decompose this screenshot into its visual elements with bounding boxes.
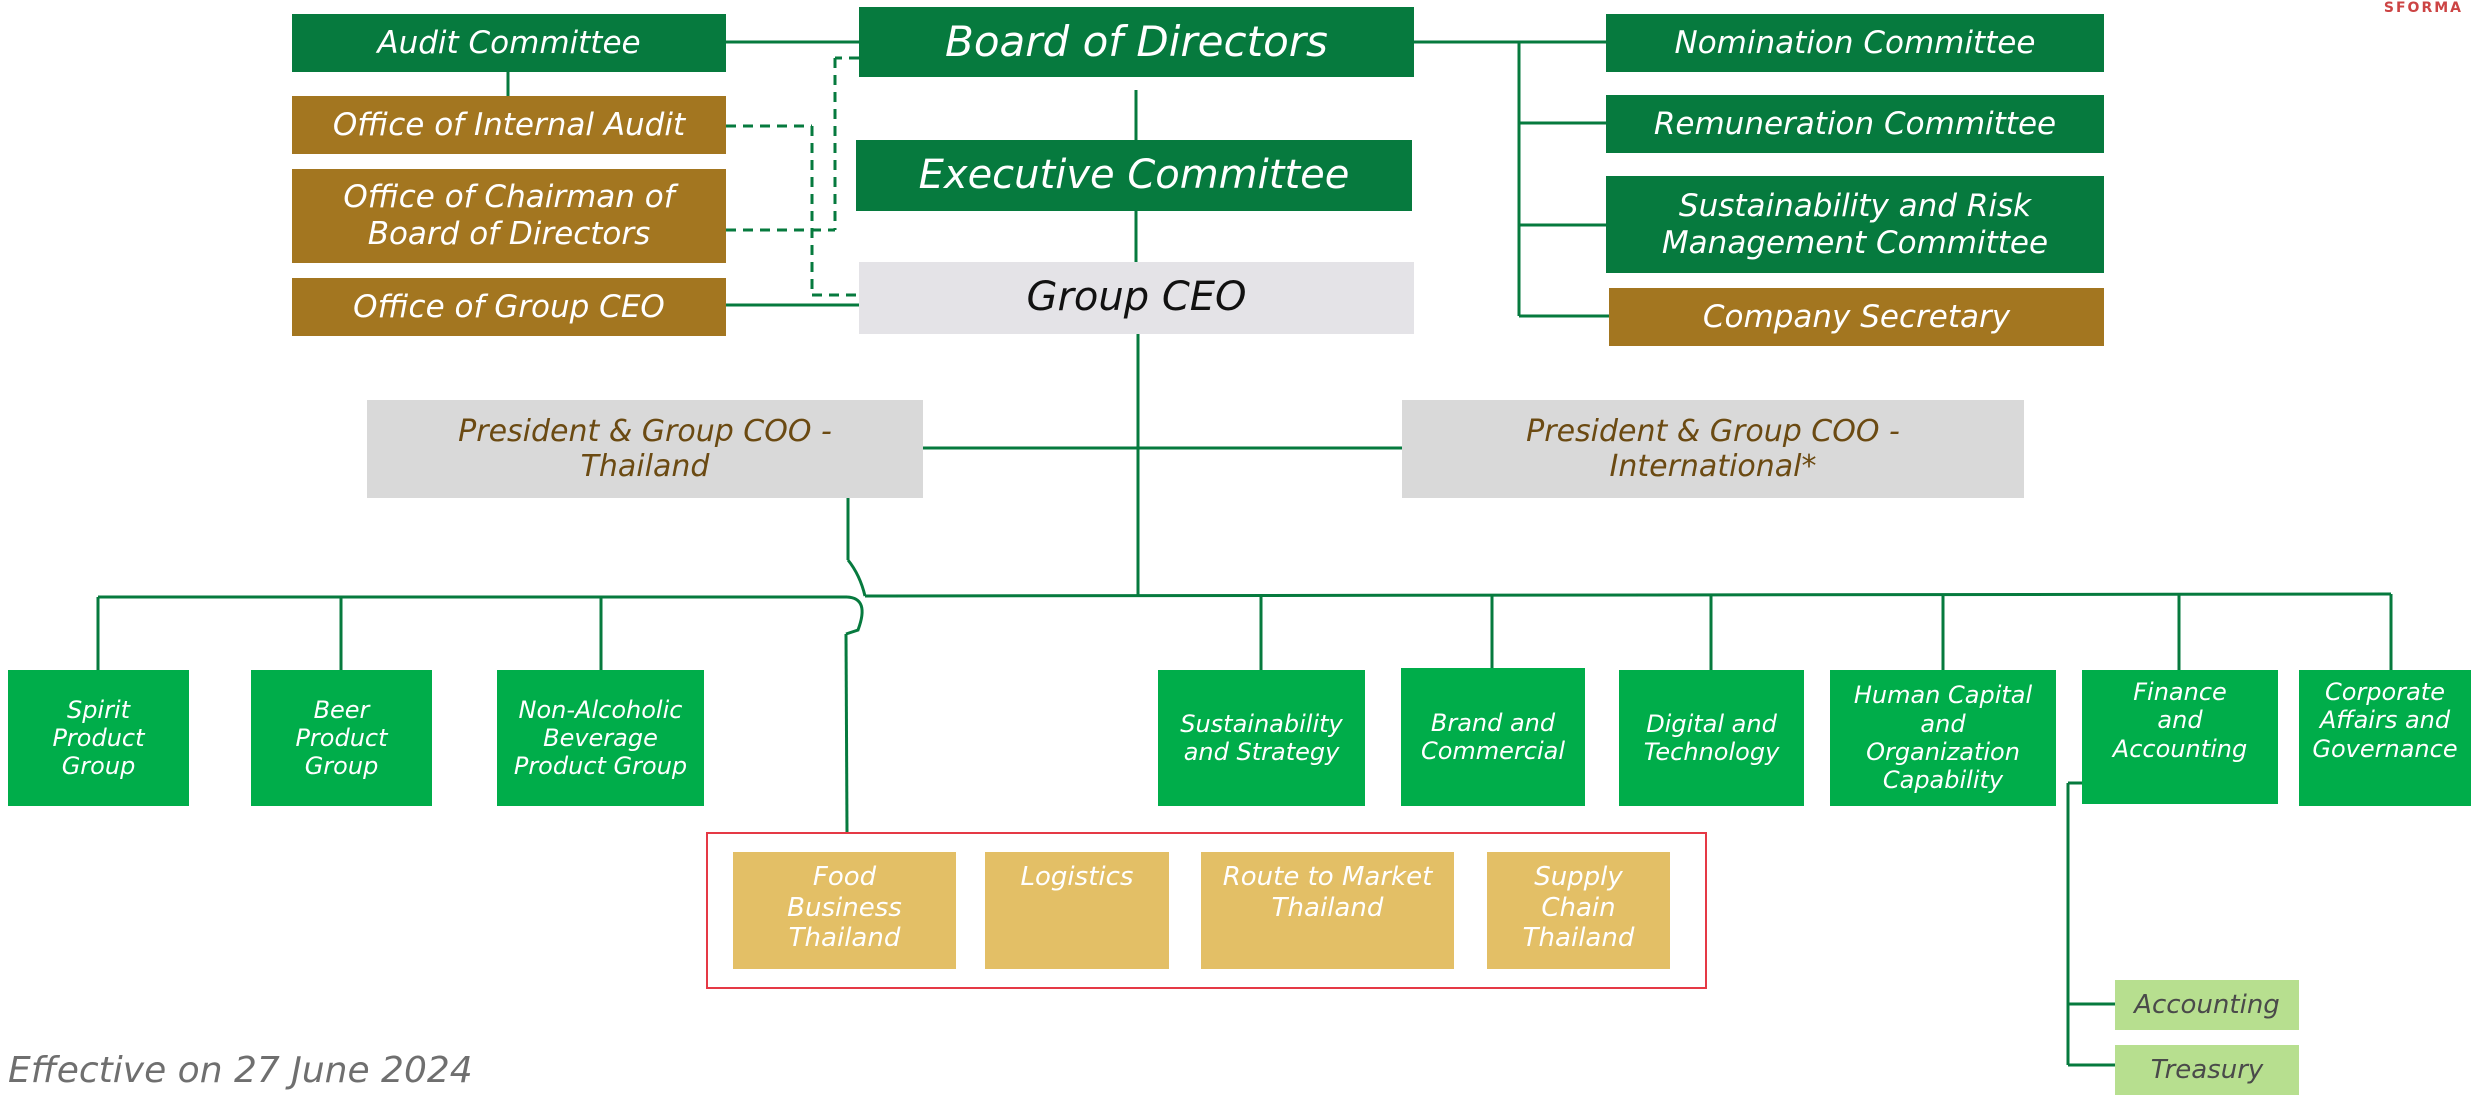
president-international-box: President & Group COO - International*: [1402, 400, 2024, 498]
sustainability-risk-committee-label: Sustainability and Risk Management Commi…: [1661, 187, 2049, 261]
board-of-directors-label: Board of Directors: [945, 17, 1328, 67]
unit-beer-product-group: Beer Product Group: [251, 670, 432, 806]
unit-label: Digital and Technology: [1643, 709, 1780, 766]
unit-finance-and-accounting: Finance and Accounting: [2082, 670, 2278, 804]
group-ceo-box: Group CEO: [859, 262, 1414, 334]
nomination-committee-label: Nomination Committee: [1674, 24, 2036, 61]
office-chairman-box: Office of Chairman of Board of Directors: [292, 169, 726, 263]
group-ceo-label: Group CEO: [1026, 274, 1247, 321]
unit-label: Beer Product Group: [295, 695, 388, 781]
unit-label: Corporate Affairs and Governance: [2312, 678, 2458, 763]
audit-committee-label: Audit Committee: [377, 24, 641, 61]
finance-sub-accounting: Accounting: [2115, 980, 2299, 1030]
office-chairman-label: Office of Chairman of Board of Directors: [343, 179, 675, 252]
unit-sustainability-and-strategy: Sustainability and Strategy: [1158, 670, 1365, 806]
president-thailand-label: President & Group COO - Thailand: [458, 413, 832, 484]
sustainability-risk-committee-box: Sustainability and Risk Management Commi…: [1606, 176, 2104, 273]
audit-committee-box: Audit Committee: [292, 14, 726, 72]
remuneration-committee-box: Remuneration Committee: [1606, 95, 2104, 153]
unit-label: Sustainability and Strategy: [1180, 709, 1343, 766]
president-international-label: President & Group COO - International*: [1526, 413, 1900, 484]
board-of-directors-box: Board of Directors: [859, 7, 1414, 77]
office-group-ceo-box: Office of Group CEO: [292, 278, 726, 336]
corner-logo-fragment: SFORMA: [2383, 0, 2463, 16]
unit-brand-and-commercial: Brand and Commercial: [1401, 668, 1585, 806]
thailand-unit-label: Route to Market Thailand: [1222, 862, 1433, 923]
unit-digital-and-technology: Digital and Technology: [1619, 670, 1804, 806]
unit-corporate-affairs-and-governance: Corporate Affairs and Governance: [2299, 670, 2471, 806]
unit-spirit-product-group: Spirit Product Group: [8, 670, 189, 806]
thailand-unit-label: Food Business Thailand: [787, 862, 902, 954]
unit-label: Brand and Commercial: [1420, 708, 1566, 765]
unit-route-to-market-thailand: Route to Market Thailand: [1201, 852, 1454, 969]
unit-food-business-thailand: Food Business Thailand: [733, 852, 956, 969]
executive-committee-box: Executive Committee: [856, 140, 1412, 211]
unit-label: Non-Alcoholic Beverage Product Group: [513, 695, 688, 781]
thailand-units-group: [706, 832, 1707, 989]
thailand-unit-label: Logistics: [1020, 862, 1134, 892]
president-thailand-box: President & Group COO - Thailand: [367, 400, 923, 498]
unit-human-capital-and-organization-capability: Human Capital and Organization Capabilit…: [1830, 670, 2056, 806]
unit-label: Finance and Accounting: [2112, 678, 2248, 763]
unit-label: Human Capital and Organization Capabilit…: [1853, 681, 2033, 795]
company-secretary-box: Company Secretary: [1609, 288, 2104, 346]
unit-label: Spirit Product Group: [52, 695, 145, 781]
company-secretary-label: Company Secretary: [1702, 298, 2011, 335]
office-group-ceo-label: Office of Group CEO: [353, 288, 665, 325]
office-internal-audit-label: Office of Internal Audit: [332, 106, 686, 143]
effective-date: Effective on 27 June 2024: [8, 1050, 473, 1091]
unit-logistics: Logistics: [985, 852, 1169, 969]
finance-sub-treasury: Treasury: [2115, 1045, 2299, 1095]
thailand-unit-label: Supply Chain Thailand: [1522, 862, 1635, 954]
executive-committee-label: Executive Committee: [918, 151, 1350, 198]
nomination-committee-box: Nomination Committee: [1606, 14, 2104, 72]
finance-sub-label: Treasury: [2150, 1054, 2264, 1085]
finance-sub-label: Accounting: [2134, 989, 2280, 1020]
remuneration-committee-label: Remuneration Committee: [1653, 105, 2057, 142]
unit-non-alcoholic-beverage-product-group: Non-Alcoholic Beverage Product Group: [497, 670, 704, 806]
unit-supply-chain-thailand: Supply Chain Thailand: [1487, 852, 1670, 969]
office-internal-audit-box: Office of Internal Audit: [292, 96, 726, 154]
